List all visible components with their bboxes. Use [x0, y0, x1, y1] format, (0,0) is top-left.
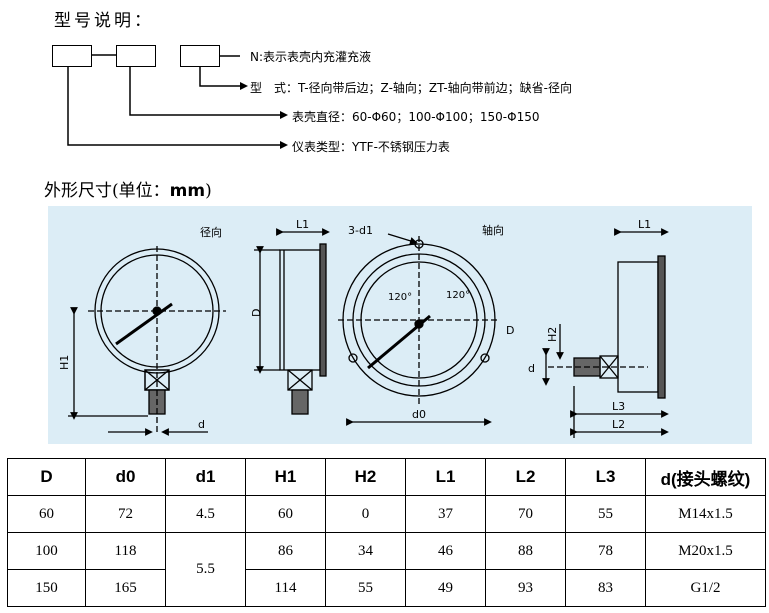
cell: 150	[7, 569, 86, 607]
cell: 93	[485, 569, 566, 607]
label-L3: L3	[612, 400, 625, 413]
header-L1: L1	[405, 458, 486, 496]
label-angle-left: 120°	[388, 292, 412, 303]
label-radial: 径向	[200, 225, 222, 239]
cell: 34	[325, 532, 406, 570]
header-d1: d1	[165, 458, 246, 496]
cell: 0	[325, 495, 406, 533]
label-d-axial: d	[528, 362, 535, 375]
code-box-1	[52, 45, 92, 67]
legend-type: 型 式：T-径向带后边；Z-轴向；ZT-轴向带前边；缺省-径向	[250, 81, 573, 95]
label-angle-right: 120°	[446, 290, 470, 301]
dimensions-title: 外形尺寸(单位：mm)	[44, 181, 212, 201]
cell: 55	[325, 569, 406, 607]
cell: 60	[245, 495, 326, 533]
table-row: 100 118 5.5 86 34 46 88 78 M20x1.5	[7, 532, 766, 607]
label-H2: H2	[546, 327, 559, 342]
cell: 86	[245, 532, 326, 570]
label-D-axial: D	[506, 324, 514, 337]
model-code-diagram	[67, 54, 288, 149]
model-title: 型号说明：	[54, 11, 154, 31]
label-d0: d0	[412, 408, 426, 421]
label-d-radial: d	[198, 418, 205, 431]
header-H1: H1	[245, 458, 326, 496]
header-H2: H2	[325, 458, 406, 496]
cell: 88	[485, 532, 566, 570]
code-box-2	[116, 45, 156, 67]
cell: 114	[245, 569, 326, 607]
header-L3: L3	[565, 458, 646, 496]
header-L2: L2	[485, 458, 566, 496]
label-H1: H1	[58, 355, 71, 370]
cell: 49	[405, 569, 486, 607]
label-L2: L2	[612, 418, 625, 431]
cell: 70	[485, 495, 566, 533]
table-header-row: D d0 d1 H1 H2 L1 L2 L3 d(接头螺纹)	[7, 458, 766, 496]
legend-diameter: 表壳直径：60-Φ60；100-Φ100；150-Φ150	[292, 110, 540, 124]
spec-table: D d0 d1 H1 H2 L1 L2 L3 d(接头螺纹) 60 72 4.5…	[7, 458, 766, 607]
header-d0: d0	[85, 458, 166, 496]
cell: 78	[565, 532, 646, 570]
cell: M20x1.5	[645, 532, 766, 570]
cell: 100	[7, 532, 86, 570]
cell: 4.5	[165, 495, 246, 533]
table-row: 60 72 4.5 60 0 37 70 55 M14x1.5	[7, 495, 766, 533]
technical-drawing: 径向 H1 d L1 D	[58, 218, 669, 438]
header-thread: d(接头螺纹)	[645, 458, 766, 496]
cell: 83	[565, 569, 646, 607]
cell: 37	[405, 495, 486, 533]
label-axial: 轴向	[482, 223, 504, 237]
code-box-3	[180, 45, 220, 67]
axial-side-view	[542, 228, 669, 438]
legend-instrument: 仪表类型：YTF-不锈钢压力表	[292, 140, 450, 154]
label-d1: 3-d1	[348, 224, 373, 237]
radial-front-view	[68, 246, 226, 436]
cell: 5.5	[165, 532, 246, 607]
cell: 60	[7, 495, 86, 533]
label-L1-radial: L1	[296, 218, 309, 231]
axial-front-view	[338, 233, 500, 426]
cell: 72	[85, 495, 166, 533]
cell: 46	[405, 532, 486, 570]
cell: M14x1.5	[645, 495, 766, 533]
cell: 118	[85, 532, 166, 570]
radial-side-view	[254, 228, 330, 415]
legend-fill: N:表示表壳内充灌充液	[250, 50, 372, 64]
label-D-radial: D	[250, 309, 263, 317]
drawing-panel: 径向 H1 d L1 D	[48, 206, 752, 444]
table-row: 150 165 114 55 49 93 83 G1/2	[7, 569, 766, 607]
cell: 55	[565, 495, 646, 533]
header-D: D	[7, 458, 86, 496]
cell: 165	[85, 569, 166, 607]
label-L1-axial: L1	[638, 218, 651, 231]
cell: G1/2	[645, 569, 766, 607]
